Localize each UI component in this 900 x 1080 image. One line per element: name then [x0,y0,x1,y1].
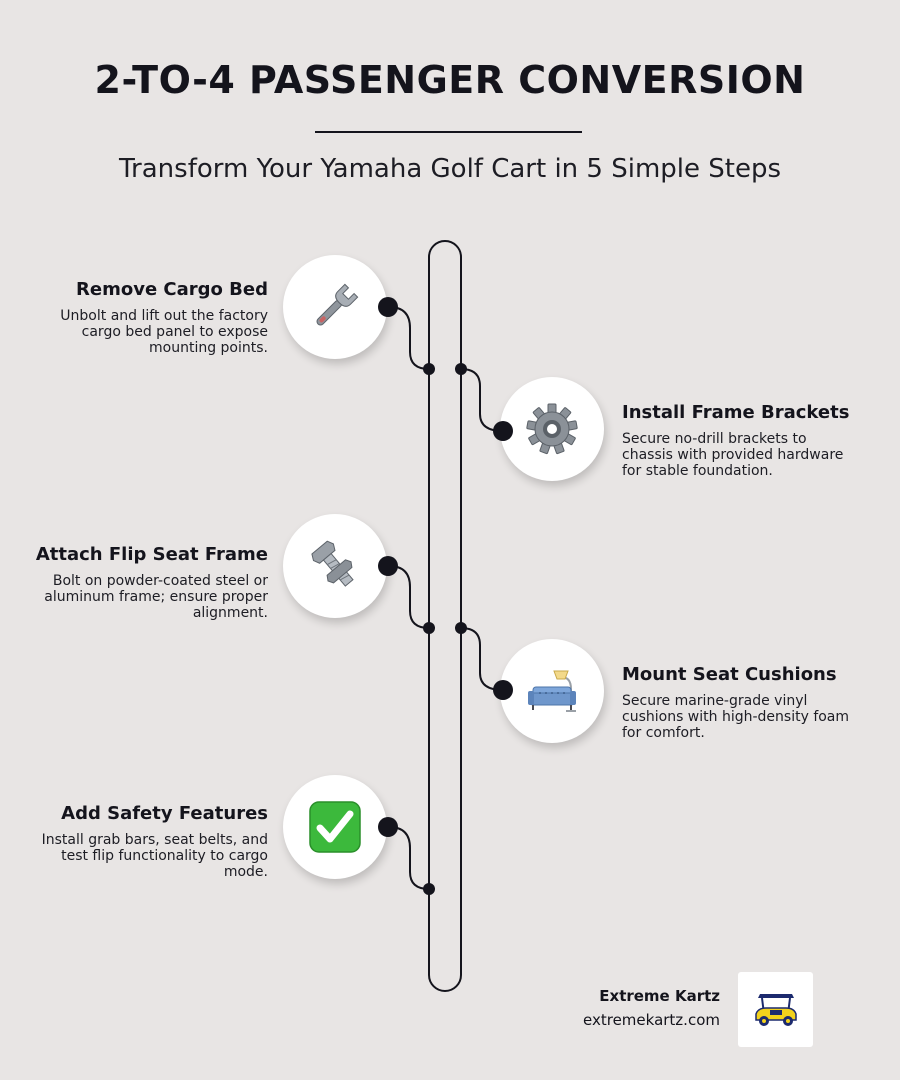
step-5-icon-badge [283,775,387,879]
step-attach-flip-seat-frame: Attach Flip Seat Frame Bolt on powder-co… [32,544,268,621]
wrench-icon [316,283,359,326]
couch-and-lamp-icon [528,670,576,712]
step-4-icon-badge [500,639,604,743]
gear-icon [526,403,578,455]
step-description: Bolt on powder-coated steel or aluminum … [44,573,268,621]
step-description: Secure no-drill brackets to chassis with… [622,431,844,479]
junction-dot-3 [423,622,435,634]
step-2-anchor-dot [493,421,513,441]
connector-step-4 [460,627,504,691]
step-2-icon-badge [500,377,604,481]
step-1-icon-badge [283,255,387,359]
step-5-anchor-dot [378,817,398,837]
step-add-safety-features: Add Safety Features Install grab bars, s… [32,803,268,880]
step-mount-seat-cushions: Mount Seat Cushions Secure marine-grade … [622,664,858,741]
connector-step-3 [388,565,430,629]
step-3-icon-badge [283,514,387,618]
brand-name: Extreme Kartz [599,987,720,1005]
connector-step-2 [460,368,504,432]
step-title: Install Frame Brackets [622,402,850,423]
golf-cart-logo-icon [754,993,797,1026]
junction-dot-5 [423,883,435,895]
check-mark-button-icon [309,801,361,853]
step-install-frame-brackets: Install Frame Brackets Secure no-drill b… [622,402,858,479]
brand-logo [738,972,813,1047]
brand-block: Extreme Kartz extremekartz.com [583,987,720,1029]
step-remove-cargo-bed: Remove Cargo Bed Unbolt and lift out the… [32,279,268,356]
nut-and-bolt-icon [311,540,354,587]
step-4-anchor-dot [493,680,513,700]
brand-url[interactable]: extremekartz.com [583,1011,720,1029]
connector-step-5 [388,826,430,890]
step-description: Secure marine-grade vinyl cushions with … [622,693,850,741]
step-3-anchor-dot [378,556,398,576]
junction-dot-2 [455,363,467,375]
connector-step-1 [388,306,430,370]
step-description: Install grab bars, seat belts, and test … [41,832,268,880]
page-title: 2-TO-4 PASSENGER CONVERSION [94,58,806,102]
step-title: Add Safety Features [61,803,268,824]
step-title: Remove Cargo Bed [76,279,268,300]
step-title: Attach Flip Seat Frame [35,544,268,565]
step-description: Unbolt and lift out the factory cargo be… [60,308,268,356]
step-title: Mount Seat Cushions [622,664,837,685]
junction-dot-4 [455,622,467,634]
junction-dot-1 [423,363,435,375]
timeline-track [428,240,462,992]
page-subtitle: Transform Your Yamaha Golf Cart in 5 Sim… [118,154,782,184]
title-divider [315,131,582,133]
step-1-anchor-dot [378,297,398,317]
